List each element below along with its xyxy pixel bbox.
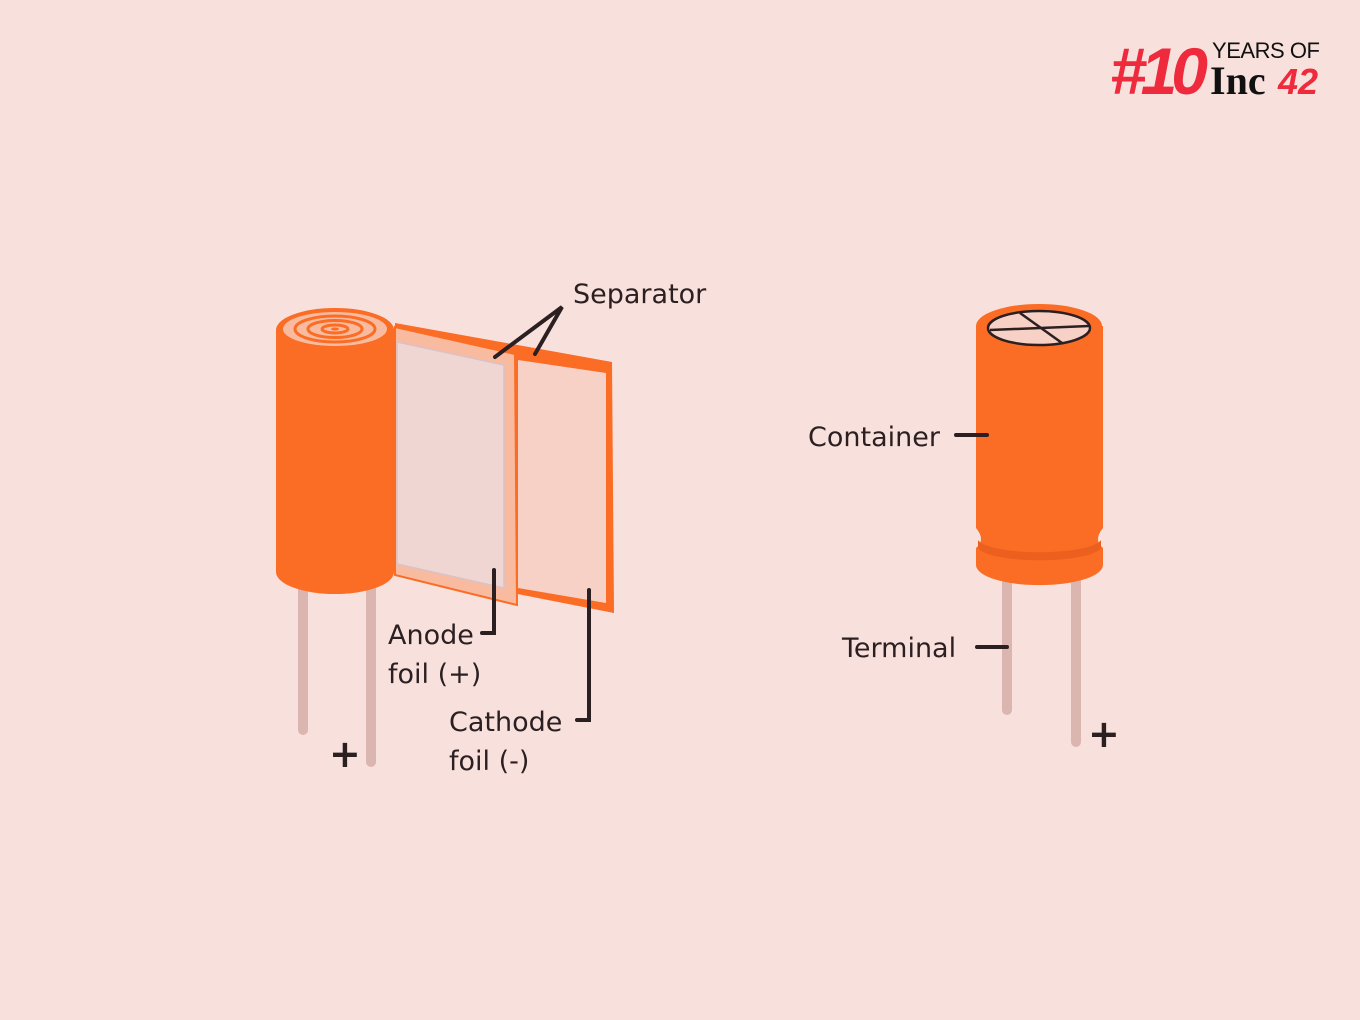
cathode-foil-inner: [518, 360, 606, 603]
roll-spiral: [306, 319, 364, 339]
container-label: Container: [808, 422, 941, 453]
inc42-logo: #10 YEARS OF Inc 42: [1110, 34, 1320, 108]
logo-years-of: YEARS OF: [1212, 38, 1320, 63]
separator-leader: [493, 305, 564, 359]
separator-label: Separator: [573, 279, 707, 310]
logo-brand: Inc: [1210, 58, 1266, 103]
positive-sign: +: [329, 732, 361, 776]
roll-spiral: [293, 314, 377, 344]
cathode-label: Cathode: [449, 707, 562, 738]
terminal-label: Terminal: [841, 633, 956, 664]
assembled-capacitor: Container Terminal +: [808, 304, 1120, 756]
anode-leader: [480, 568, 496, 635]
exploded-capacitor: Separator Anode foil (+) Cathode foil (-…: [276, 279, 707, 777]
container-body: [976, 326, 1103, 586]
cathode-leader: [575, 588, 591, 722]
positive-sign: +: [1088, 712, 1120, 756]
foil-roll-body: [276, 330, 394, 594]
container-groove: [978, 540, 1101, 561]
logo-number: #10: [1110, 34, 1208, 108]
anode-foil: [396, 341, 505, 589]
roll-spiral: [320, 323, 350, 335]
vent-line: [1019, 311, 1063, 345]
logo-brand-number: 42: [1277, 61, 1318, 102]
roll-spiral: [331, 327, 339, 331]
anode-label-polarity: foil (+): [388, 659, 481, 690]
anode-label: Anode: [388, 620, 474, 651]
cathode-label-polarity: foil (-): [449, 746, 529, 777]
